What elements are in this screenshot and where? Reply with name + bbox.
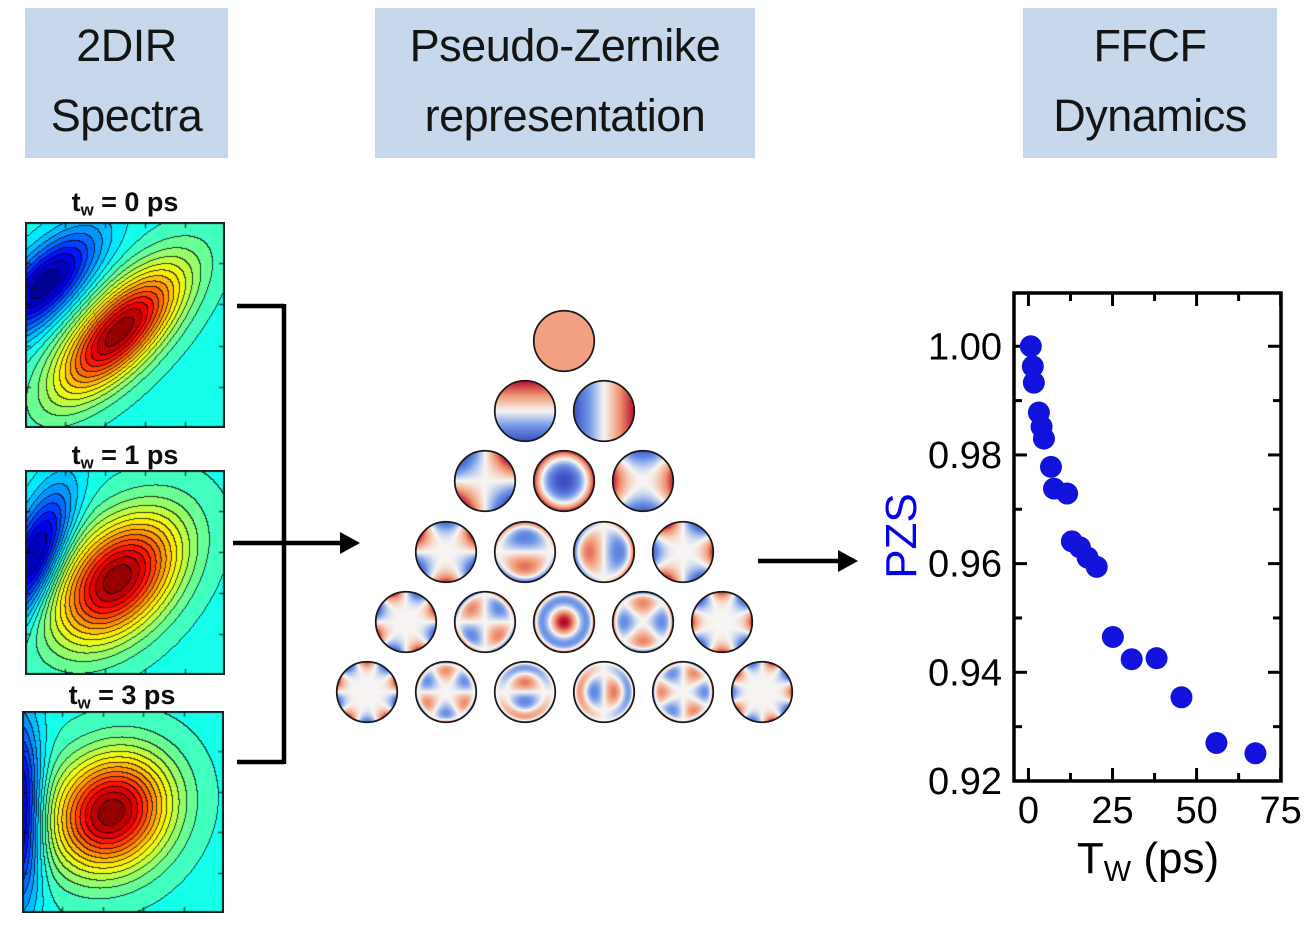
data-point — [1068, 536, 1091, 559]
y-tick-label: 0.94 — [928, 652, 1002, 694]
tw-subscript: w — [80, 200, 94, 220]
y-tick-label: 0.92 — [928, 761, 1002, 803]
tw-axis-subscript: W — [1103, 856, 1132, 889]
arrowhead-to-pyramid-icon — [340, 532, 360, 554]
header-2dir-line1: 2DIR — [76, 20, 177, 71]
plot-frame — [1012, 291, 1283, 783]
data-point — [1039, 455, 1062, 478]
data-point — [1027, 401, 1050, 424]
tw-axis-units: (ps) — [1131, 834, 1220, 883]
data-point — [1085, 555, 1108, 578]
header-ffcf-line2: Dynamics — [1053, 90, 1247, 141]
zernike-basis-n0-m0 — [532, 309, 596, 373]
data-point — [1032, 427, 1055, 450]
tw-symbol: t — [71, 440, 81, 470]
tw-axis-main: T — [1076, 834, 1104, 883]
tw-value: = 0 ps — [93, 187, 179, 217]
zernike-basis-n5-m-3 — [413, 660, 478, 724]
data-point — [1022, 371, 1045, 394]
tw-symbol: t — [68, 680, 78, 710]
zernike-basis-n3-m3 — [650, 519, 715, 584]
header-pz-line1: Pseudo-Zernike — [409, 20, 721, 71]
header-pz-line2: representation — [424, 90, 706, 141]
header-ffcf-line1: FFCF — [1093, 20, 1207, 71]
data-point — [1030, 415, 1053, 438]
tw-subscript: w — [80, 453, 94, 473]
header-pseudo-zernike: Pseudo-Zernike representation — [375, 8, 755, 158]
tw-subscript: w — [77, 693, 91, 713]
spectrum-title-3ps: tw = 3 ps — [22, 680, 222, 714]
zernike-basis-n2-m2 — [611, 449, 675, 514]
zernike-basis-n5-m-5 — [334, 660, 399, 724]
zernike-basis-n2-m0 — [532, 449, 596, 514]
x-tick-label: 25 — [1091, 790, 1133, 832]
tw-value: = 1 ps — [93, 440, 179, 470]
data-point — [1170, 686, 1193, 709]
header-ffcf-dynamics: FFCF Dynamics — [1023, 8, 1277, 158]
zernike-basis-n5-m-1 — [492, 660, 557, 724]
contour-spectrum-1ps — [25, 470, 225, 675]
x-axis-label-tw: TW (ps) — [1040, 834, 1256, 889]
data-point — [1056, 482, 1079, 505]
spectrum-title-1ps: tw = 1 ps — [25, 440, 225, 474]
bracket-lines — [233, 303, 341, 765]
zernike-basis-n4-m0 — [532, 589, 596, 654]
data-point — [1021, 355, 1044, 378]
zernike-basis-n3-m-3 — [413, 519, 478, 584]
data-point — [1205, 731, 1228, 754]
zernike-basis-n1-m-1 — [492, 379, 557, 444]
header-2dir-spectra: 2DIR Spectra — [25, 8, 228, 158]
tw-symbol: t — [71, 187, 81, 217]
zernike-basis-n1-m1 — [571, 379, 636, 444]
zernike-basis-n2-m-2 — [453, 449, 517, 514]
zernike-basis-n4-m2 — [611, 589, 675, 654]
data-point — [1101, 625, 1124, 648]
contour-spectrum-3ps — [22, 711, 224, 913]
zernike-basis-n3-m1 — [571, 519, 636, 584]
data-point — [1043, 477, 1066, 500]
zernike-basis-n3-m-1 — [492, 519, 557, 584]
header-2dir-line2: Spectra — [50, 90, 203, 141]
x-tick-label: 0 — [1018, 790, 1039, 832]
zernike-basis-n4-m-4 — [374, 589, 438, 654]
x-tick-label: 75 — [1260, 790, 1302, 832]
contour-spectrum-0ps — [25, 222, 225, 428]
data-point — [1076, 546, 1099, 569]
arrowhead-to-chart-icon — [838, 550, 858, 572]
zernike-basis-n5-m1 — [571, 660, 636, 724]
spectrum-title-0ps: tw = 0 ps — [25, 187, 225, 221]
zernike-basis-n4-m4 — [690, 589, 754, 654]
x-tick-label: 50 — [1175, 790, 1217, 832]
data-point — [1019, 335, 1042, 358]
zernike-basis-n5-m5 — [729, 660, 794, 724]
data-point — [1060, 530, 1083, 553]
y-axis-label-pzs: PZS — [877, 493, 926, 579]
y-tick-label: 0.96 — [928, 544, 1002, 586]
data-point — [1120, 648, 1143, 671]
data-point — [1244, 742, 1267, 765]
data-point — [1145, 647, 1168, 670]
zernike-basis-n4-m-2 — [453, 589, 517, 654]
tw-value: = 3 ps — [90, 680, 176, 710]
zernike-basis-n5-m3 — [650, 660, 715, 724]
y-tick-label: 1.00 — [928, 326, 1002, 368]
y-tick-label: 0.98 — [928, 435, 1002, 477]
